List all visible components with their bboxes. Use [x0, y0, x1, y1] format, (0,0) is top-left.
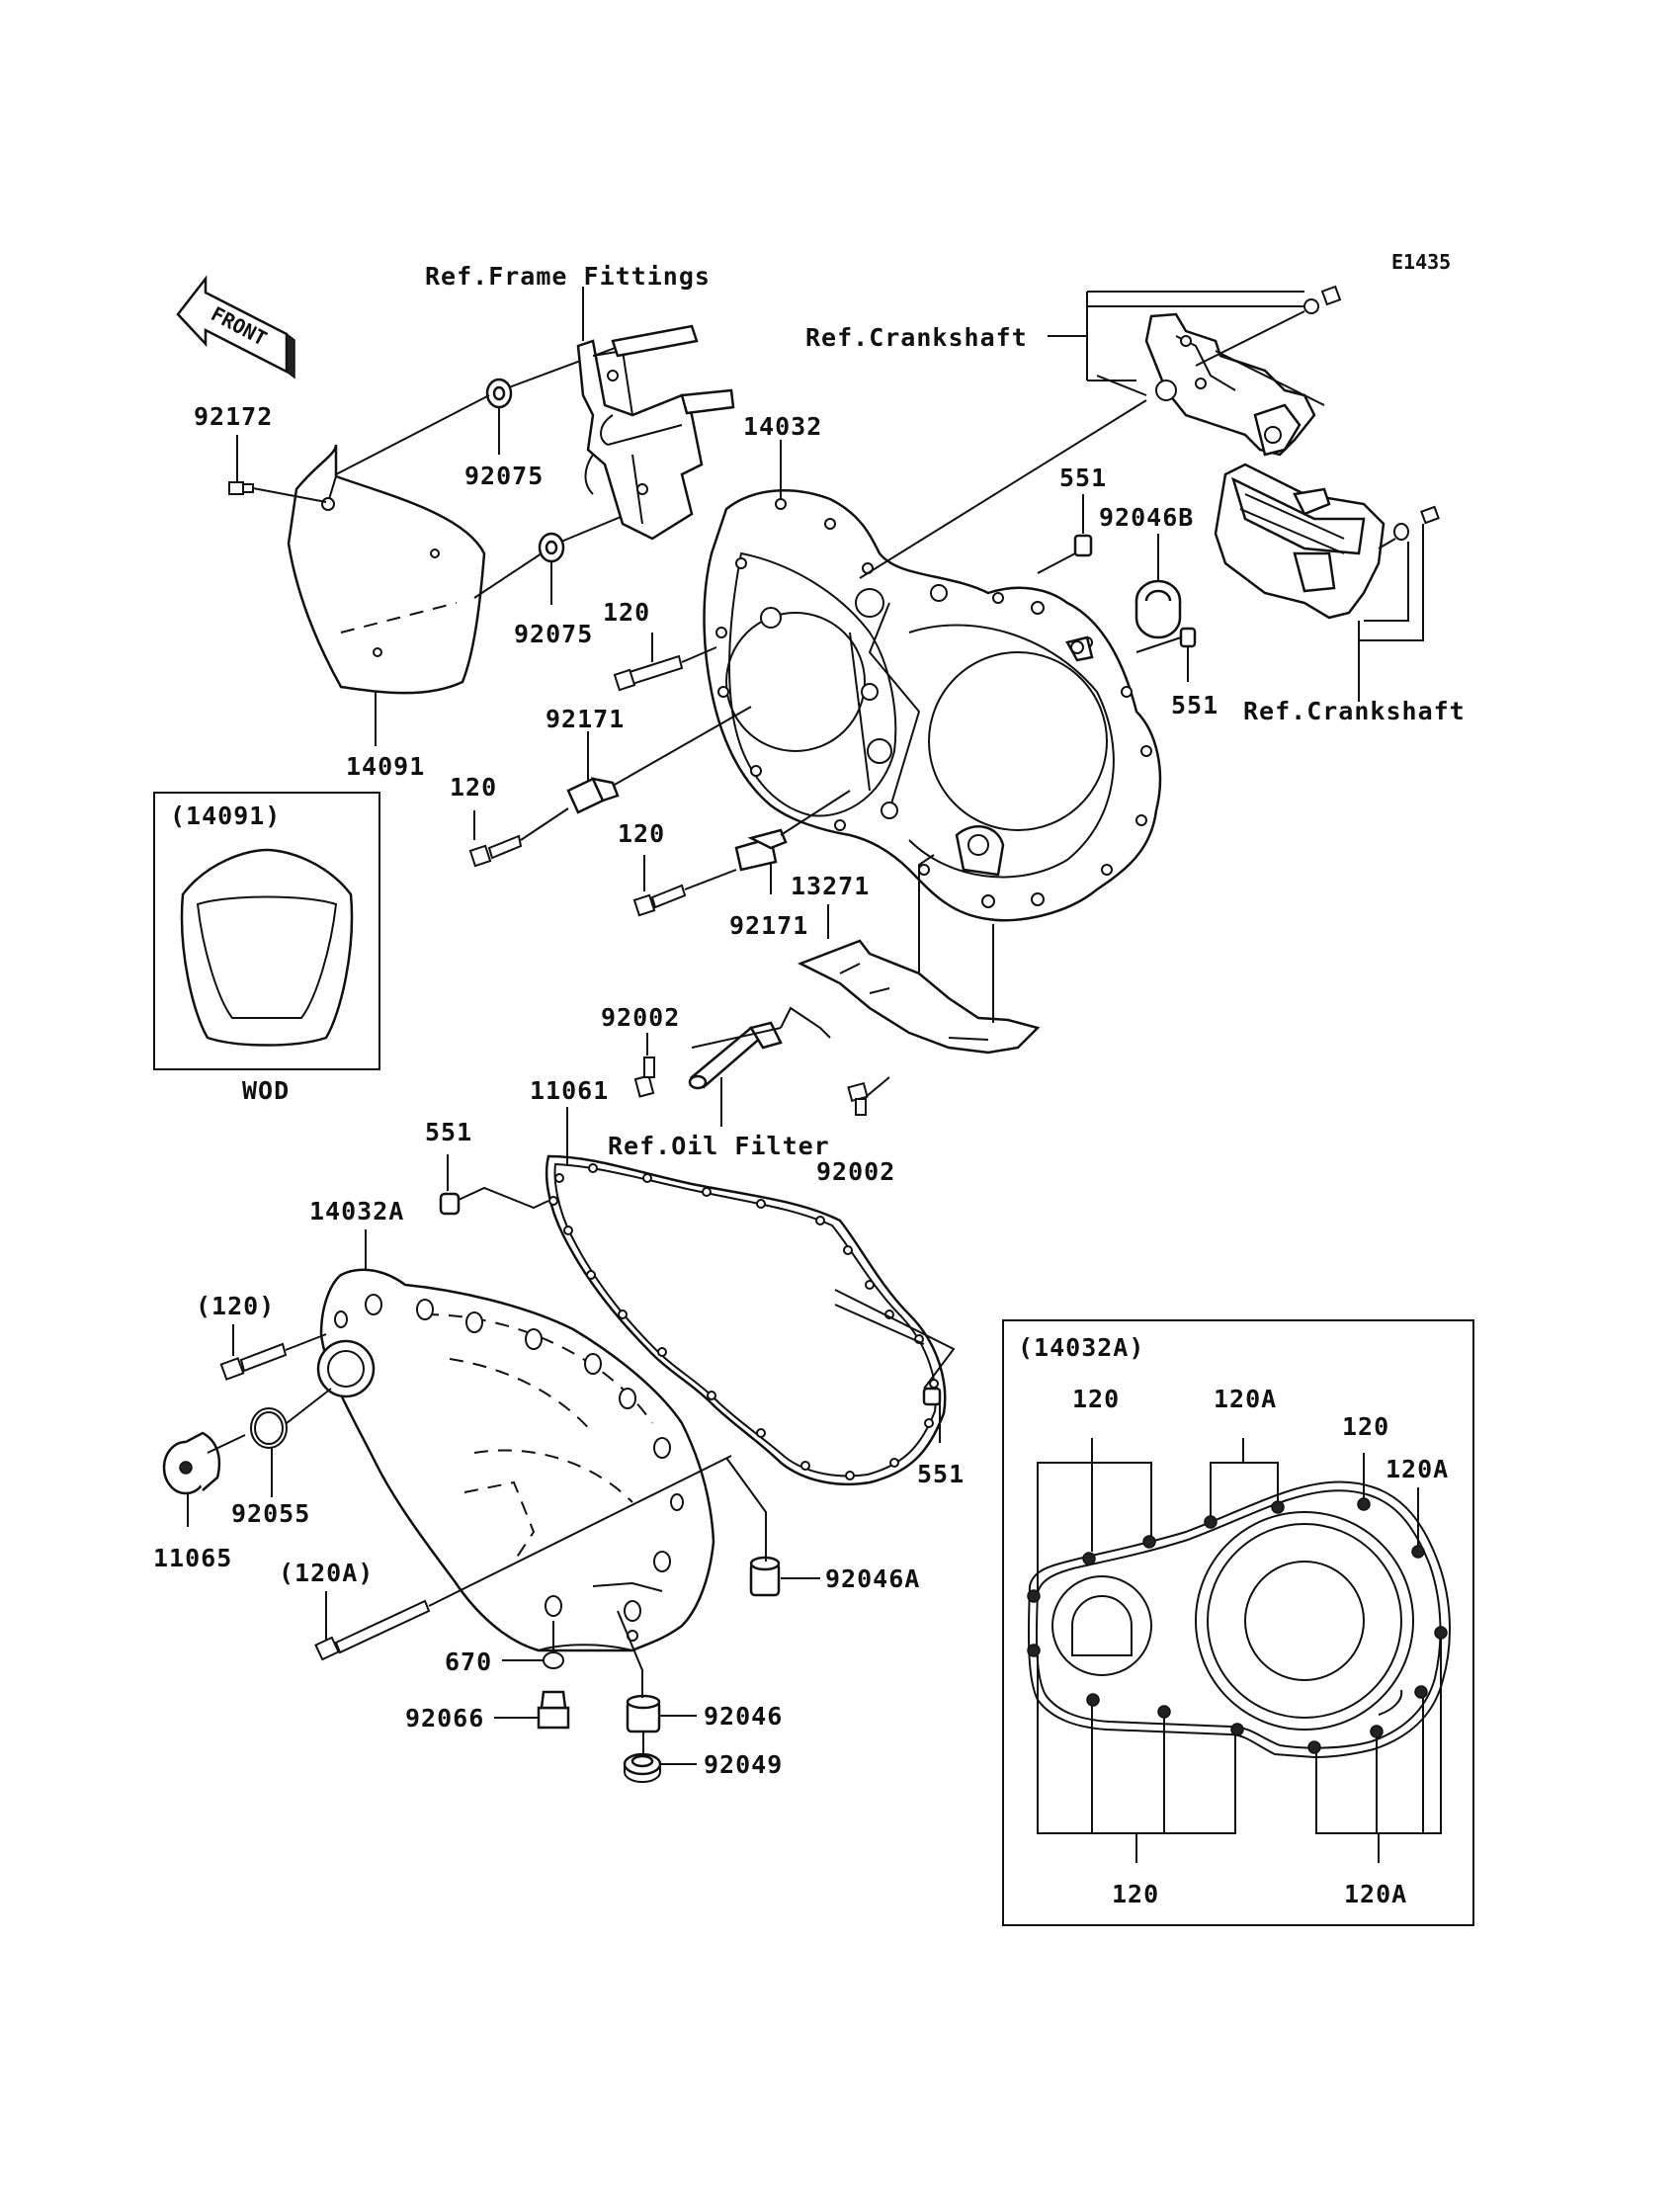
label-120-paren: (120) [196, 1292, 275, 1320]
crankshaft-part-top [1096, 312, 1325, 457]
inset-label-120-bottom: 120 [1112, 1880, 1159, 1908]
diagram-code: E1435 [1391, 250, 1451, 274]
inset-wod: (14091) WOD [153, 792, 380, 1105]
label-92171-lower: 92171 [729, 911, 808, 940]
label-551-upper: 551 [1059, 464, 1107, 492]
bolt-120-top [613, 633, 717, 692]
label-14032: 14032 [743, 412, 822, 441]
bolt-92172 [228, 435, 327, 503]
outer-cover-14032A [316, 1229, 715, 1652]
screw-top [1195, 285, 1342, 367]
label-92075-lower: 92075 [514, 620, 593, 648]
inset-label-120A-bottom: 120A [1344, 1880, 1407, 1908]
dowel-pin-551-upper [1037, 494, 1093, 574]
plug-92066 [494, 1690, 570, 1730]
frame-fitting-bracket [576, 324, 735, 541]
label-92055: 92055 [231, 1499, 310, 1528]
crankshaft-part-right [1214, 463, 1386, 620]
label-92171-upper: 92171 [546, 705, 625, 733]
oring-92055 [250, 1388, 332, 1497]
inset-label-120A-top: 120A [1214, 1385, 1277, 1413]
dowel-pin-551-lower [1135, 627, 1197, 682]
bearing-92046 [617, 1610, 697, 1733]
inset-bolt-heads [1027, 1497, 1448, 1754]
label-92002-right: 92002 [816, 1157, 895, 1186]
inner-cover-14032 [703, 489, 1162, 922]
inset-label-120-top-left: 120 [1072, 1385, 1120, 1413]
label-670: 670 [445, 1648, 492, 1676]
bolt-120-lower [632, 855, 737, 917]
label-120-middle: 120 [450, 773, 497, 802]
bolt-92002-left [633, 1033, 655, 1098]
label-11065: 11065 [153, 1544, 232, 1572]
label-92046A: 92046A [825, 1564, 920, 1593]
inset-label-120A-right: 120A [1386, 1455, 1449, 1483]
screw-right [1378, 505, 1440, 549]
dowel-pin-551-right [834, 1289, 956, 1443]
seal-92049 [623, 1732, 697, 1783]
label-92172: 92172 [194, 402, 273, 431]
bearing-92046B [1134, 534, 1182, 639]
label-120-top: 120 [603, 598, 650, 627]
inset-cover-bolts: (14032A) 120 [1002, 1319, 1474, 1926]
ref-crankshaft-right: Ref.Crankshaft [1243, 697, 1466, 725]
ref-frame-fittings: Ref.Frame Fittings [425, 262, 711, 291]
label-92046: 92046 [704, 1702, 783, 1731]
bolt-92002-right [847, 1076, 890, 1116]
label-120A-paren: (120A) [279, 1559, 374, 1587]
label-92066: 92066 [405, 1704, 484, 1732]
label-11061: 11061 [530, 1076, 609, 1105]
bolt-120-paren [219, 1324, 327, 1381]
label-14032A: 14032A [309, 1197, 404, 1225]
label-92046B: 92046B [1099, 503, 1194, 532]
ref-oil-filter: Ref.Oil Filter [608, 1132, 830, 1160]
grommet-92075-upper [335, 333, 653, 475]
label-120-lower: 120 [618, 819, 665, 848]
ref-crankshaft-top: Ref.Crankshaft [805, 323, 1028, 352]
inset-wod-caption: WOD [242, 1076, 290, 1105]
label-92002-left: 92002 [601, 1003, 680, 1032]
gasket-11061 [545, 1107, 947, 1486]
dowel-pin-551-left [439, 1154, 549, 1216]
label-92049: 92049 [704, 1750, 783, 1779]
bearing-92046A [725, 1457, 820, 1597]
plate-13271 [797, 904, 1041, 1055]
front-arrow-icon: FRONT [176, 275, 295, 380]
washer-670 [502, 1621, 564, 1669]
label-551-lower: 551 [1171, 691, 1218, 719]
inset-wod-title: (14091) [170, 802, 281, 830]
oil-filter-pipe [688, 1006, 831, 1127]
label-551-right: 551 [917, 1460, 965, 1488]
label-551-left: 551 [425, 1118, 472, 1146]
inset-cover-title: (14032A) [1018, 1333, 1144, 1362]
clamp-92171-upper [566, 706, 752, 814]
inset-label-120-top-right: 120 [1342, 1412, 1389, 1441]
label-14091: 14091 [346, 752, 425, 781]
label-13271: 13271 [791, 872, 870, 900]
grommet-92075-lower [473, 511, 633, 605]
label-92075-upper: 92075 [464, 462, 544, 490]
bolt-120A-paren [314, 1455, 732, 1661]
cap-11065 [162, 1431, 246, 1527]
clamp-92171-lower [734, 790, 851, 894]
cover-14091 [287, 444, 486, 695]
bolt-120-middle [468, 807, 569, 868]
